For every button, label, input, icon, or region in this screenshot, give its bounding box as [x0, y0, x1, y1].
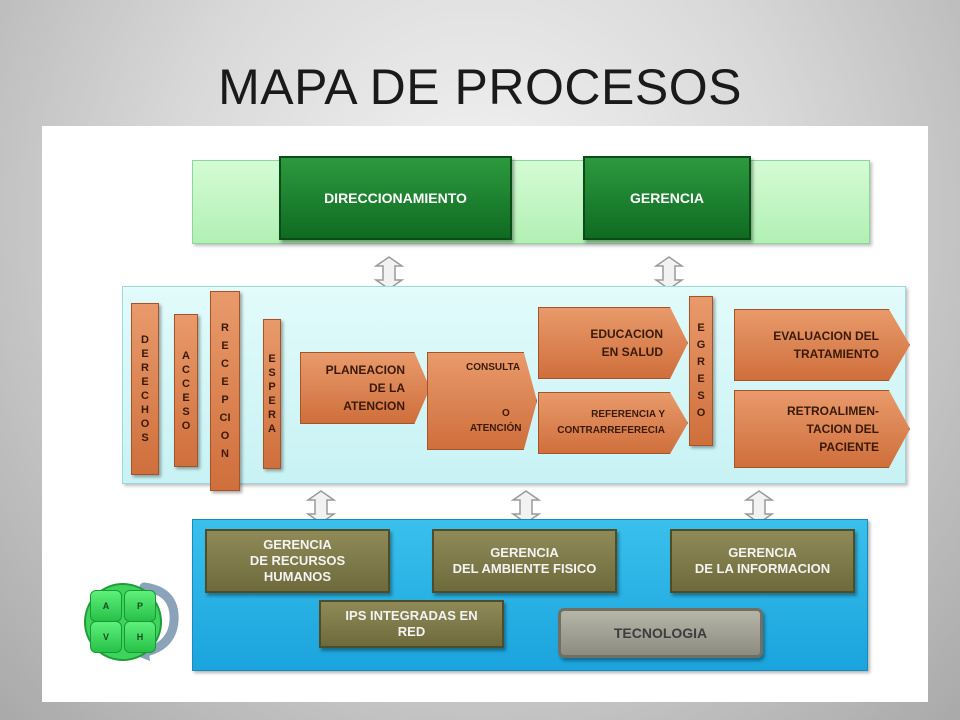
- espera-letter: A: [268, 423, 276, 435]
- recepcion-letter: O: [220, 430, 230, 442]
- planeacion-line: DE LA: [369, 381, 405, 395]
- derechos-box: D E R E C H O S: [131, 303, 159, 475]
- recepcion-letter: CI: [219, 412, 231, 424]
- acceso-letter: C: [182, 377, 190, 390]
- acceso-letter: S: [182, 405, 190, 418]
- egreso-letter: E: [697, 373, 705, 385]
- ips-line: RED: [397, 624, 426, 639]
- egreso-letter: R: [697, 356, 705, 368]
- pdca-act-cell: A: [90, 590, 122, 622]
- derechos-letter: E: [141, 348, 149, 360]
- egreso-letter: O: [696, 407, 706, 419]
- derechos-letter: E: [141, 376, 149, 388]
- evaluacion-line: EVALUACION DEL: [773, 329, 879, 343]
- double-arrow-icon: [373, 256, 405, 290]
- derechos-letter: O: [140, 418, 150, 430]
- acceso-box: A C C E S O: [174, 314, 198, 467]
- atencion-label: ATENCIÓN: [470, 423, 522, 434]
- ambiente-line: DEL AMBIENTE FISICO: [452, 561, 597, 576]
- informacion-line: GERENCIA: [728, 545, 797, 560]
- planeacion-line: ATENCION: [343, 399, 405, 413]
- planeacion-line: PLANEACION: [325, 363, 405, 377]
- rrhh-line: GERENCIA: [263, 537, 332, 552]
- rrhh-line: HUMANOS: [263, 569, 332, 584]
- gerencia-ambiente-fisico-box: GERENCIA DEL AMBIENTE FISICO: [432, 529, 617, 593]
- tecnologia-box: TECNOLOGIA: [558, 608, 763, 658]
- espera-letter: S: [268, 367, 276, 379]
- gerencia-informacion-box: GERENCIA DE LA INFORMACION: [670, 529, 855, 593]
- referencia-line: REFERENCIA Y: [591, 409, 665, 420]
- recepcion-box: R E C E P CI O N: [210, 291, 240, 491]
- espera-box: E S P E R A: [263, 319, 281, 469]
- direccionamiento-box: DIRECCIONAMIENTO: [279, 156, 512, 240]
- recepcion-letter: R: [221, 322, 229, 334]
- consulta-atencion-box: CONSULTA O ATENCIÓN: [427, 352, 537, 450]
- planeacion-atencion-box: PLANEACION DE LA ATENCION: [300, 352, 430, 424]
- rrhh-line: DE RECURSOS: [249, 553, 346, 568]
- recepcion-letter: P: [221, 394, 229, 406]
- educacion-line: EDUCACION: [590, 327, 663, 341]
- egreso-letter: G: [696, 339, 706, 351]
- referencia-box: REFERENCIA Y CONTRARREFERECIA: [538, 392, 688, 454]
- espera-letter: E: [268, 353, 276, 365]
- ips-line: IPS INTEGRADAS EN: [345, 608, 478, 623]
- ips-integradas-box: IPS INTEGRADAS EN RED: [319, 600, 504, 648]
- acceso-letter: A: [182, 349, 190, 362]
- gerencia-recursos-humanos-box: GERENCIA DE RECURSOS HUMANOS: [205, 529, 390, 593]
- evaluacion-line: TRATAMIENTO: [793, 347, 879, 361]
- informacion-line: DE LA INFORMACION: [694, 561, 831, 576]
- educacion-salud-box: EDUCACION EN SALUD: [538, 307, 688, 379]
- educacion-line: EN SALUD: [601, 345, 663, 359]
- derechos-letter: H: [141, 404, 149, 416]
- derechos-letter: D: [141, 334, 149, 346]
- derechos-letter: C: [141, 390, 149, 402]
- retroalimentacion-line: TACION DEL: [806, 422, 879, 436]
- espera-letter: E: [268, 395, 276, 407]
- recepcion-letter: E: [221, 340, 229, 352]
- pdca-cycle: A P V H: [84, 581, 184, 661]
- slide-title: MAPA DE PROCESOS: [218, 59, 742, 115]
- recepcion-letter: N: [221, 448, 229, 460]
- pdca-verify-cell: V: [90, 621, 122, 653]
- egreso-box: E G R E S O: [689, 296, 713, 446]
- consulta-label: CONSULTA: [466, 362, 521, 373]
- retroalimentacion-line: PACIENTE: [819, 440, 879, 454]
- derechos-letter: R: [141, 362, 149, 374]
- espera-letter: P: [268, 381, 276, 393]
- retroalimentacion-box: RETROALIMEN- TACION DEL PACIENTE: [734, 390, 910, 468]
- recepcion-letter: C: [221, 358, 229, 370]
- pdca-plan-cell: P: [124, 590, 156, 622]
- espera-letter: R: [268, 409, 276, 421]
- pdca-do-cell: H: [124, 621, 156, 653]
- recepcion-letter: E: [221, 376, 229, 388]
- gerencia-box: GERENCIA: [583, 156, 751, 240]
- referencia-line: CONTRARREFERECIA: [557, 425, 665, 436]
- retroalimentacion-line: RETROALIMEN-: [787, 404, 879, 418]
- derechos-letter: S: [141, 432, 149, 444]
- egreso-letter: S: [697, 390, 705, 402]
- acceso-letter: C: [182, 363, 190, 376]
- acceso-letter: O: [181, 419, 191, 432]
- double-arrow-icon: [653, 256, 685, 290]
- ambiente-line: GERENCIA: [490, 545, 559, 560]
- evaluacion-tratamiento-box: EVALUACION DEL TRATAMIENTO: [734, 309, 910, 381]
- egreso-letter: E: [697, 322, 705, 334]
- acceso-letter: E: [182, 391, 190, 404]
- consulta-o-label: O: [502, 408, 510, 419]
- process-map-canvas: DIRECCIONAMIENTO GERENCIA D E R E C H O …: [42, 126, 928, 702]
